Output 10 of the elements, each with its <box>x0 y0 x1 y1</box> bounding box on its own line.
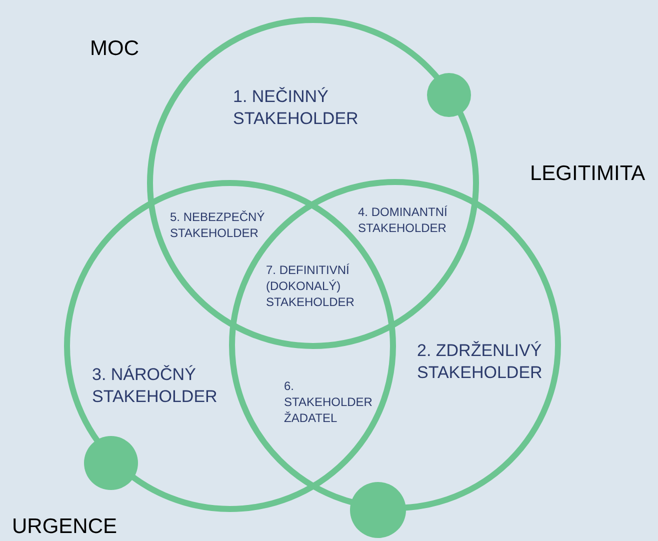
region-label: 6. STAKEHOLDER ŽADATEL <box>284 378 374 426</box>
set-label: URGENCE <box>12 516 118 537</box>
region-label: 3. NÁROČNÝ STAKEHOLDER <box>92 364 218 408</box>
region-label: 5. NEBEZPEČNÝ STAKEHOLDER <box>170 209 266 241</box>
region-label: 7. DEFINITIVNÍ (DOKONALÝ) STAKEHOLDER <box>266 262 356 310</box>
set-label: MOC <box>90 38 139 59</box>
region-label: 4. DOMINANTNÍ STAKEHOLDER <box>358 204 448 236</box>
region-label: 1. NEČINNÝ STAKEHOLDER <box>233 86 360 130</box>
set-label: LEGITIMITA <box>530 163 646 184</box>
region-label: 2. ZDRŽENLIVÝ STAKEHOLDER <box>417 340 544 384</box>
